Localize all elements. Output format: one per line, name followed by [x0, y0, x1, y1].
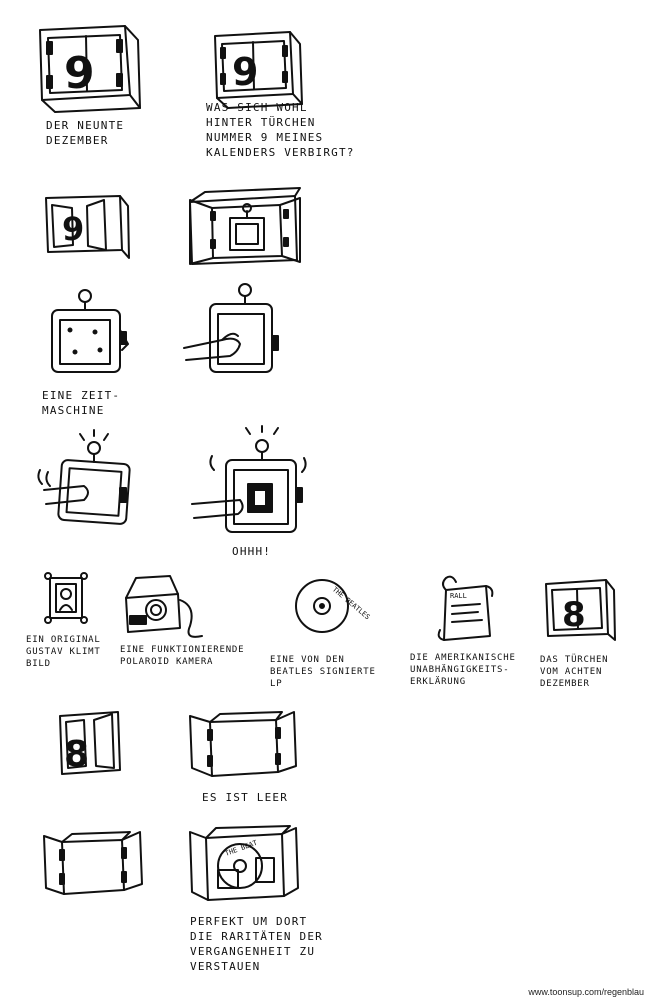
caption-polaroid-camera: EINE FUNKTIONIERENDE POLAROID KAMERA — [120, 645, 245, 667]
caption-klimt-picture: EIN ORIGINAL GUSTAV KLIMT BILD — [26, 635, 101, 669]
panel-time-machine — [51, 289, 129, 373]
lp-label: THE BEATLES — [331, 585, 372, 621]
caption-ninth-december: DER NEUNTE DEZEMBER — [46, 119, 125, 147]
panel-box-with-rarities: THE BEAT — [189, 825, 299, 901]
door-number-9: 9 — [64, 48, 95, 99]
item-polaroid-camera — [125, 575, 203, 638]
panel-hand-touching-machine — [183, 283, 279, 373]
caption-store-rarities: PERFEKT UM DORT DIE RARITÄTEN DER VERGAN… — [190, 915, 323, 973]
caption-what-behind-door-9: WAS SICH WOHL HINTER TÜRCHEN NUMMER 9 ME… — [206, 101, 355, 159]
door-number-9-small: 9 — [232, 50, 258, 94]
caption-ohhh: OHHH! — [232, 545, 272, 558]
panel-empty-box-left — [43, 831, 143, 895]
panel-machine-activated — [191, 425, 307, 533]
door-number-8-open: 8 — [64, 734, 89, 775]
item-door-8: 8 — [545, 579, 616, 641]
caption-door-8: DAS TÜRCHEN VOM ACHTEN DEZEMBER — [540, 655, 609, 689]
caption-empty: ES IST LEER — [202, 791, 289, 804]
panel-empty-box — [189, 711, 297, 777]
panel-small-door-9: 9 — [214, 31, 303, 109]
door-number-8: 8 — [562, 595, 586, 635]
item-declaration-scroll: RALL — [437, 575, 494, 641]
panel-door-opening: 9 — [45, 195, 130, 259]
item-beatles-lp: THE BEATLES — [295, 579, 372, 633]
panel-door-8-open: 8 — [59, 711, 121, 775]
caption-declaration: DIE AMERIKANISCHE UNABHÄNGIGKEITS- ERKLÄ… — [410, 653, 516, 687]
scroll-heading: RALL — [450, 592, 467, 600]
caption-time-machine: EINE ZEIT- MASCHINE — [42, 389, 121, 417]
panel-machine-vibrating — [37, 429, 131, 525]
panel-closed-door-9: 9 — [39, 25, 141, 113]
credit-link[interactable]: www.toonsup.com/regenblau — [528, 987, 644, 997]
door-number-9-opening: 9 — [62, 210, 84, 248]
caption-beatles-lp: EINE VON DEN BEATLES SIGNIERTE LP — [270, 655, 376, 689]
panel-door-open-machine — [189, 187, 301, 265]
item-klimt-picture — [44, 572, 88, 624]
